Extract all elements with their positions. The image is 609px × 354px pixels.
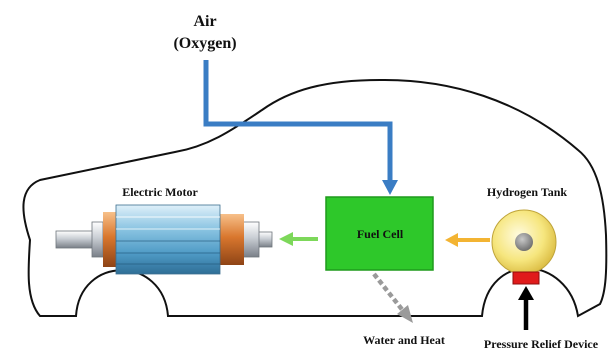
- pressure-relief-label: Pressure Relief Device: [484, 337, 599, 351]
- hydrogen-tank: [491, 209, 557, 275]
- electric-motor-label: Electric Motor: [122, 185, 198, 199]
- fuel-cell-label: Fuel Cell: [357, 227, 404, 241]
- oxygen-label: (Oxygen): [173, 35, 236, 52]
- water-heat-arrow: [372, 272, 413, 323]
- air-label: Air: [193, 13, 216, 30]
- pressure-relief-device: [512, 271, 540, 285]
- water-heat-label: Water and Heat: [363, 333, 445, 347]
- power-flow-arrow: [279, 232, 318, 246]
- electric-motor: [55, 204, 273, 275]
- fuel-cell-box: [325, 196, 434, 271]
- air-flow-arrow: [203, 60, 398, 195]
- pressure-relief-arrow: [518, 286, 534, 330]
- hydrogen-flow-arrow: [445, 233, 490, 247]
- hydrogen-tank-label: Hydrogen Tank: [487, 185, 567, 199]
